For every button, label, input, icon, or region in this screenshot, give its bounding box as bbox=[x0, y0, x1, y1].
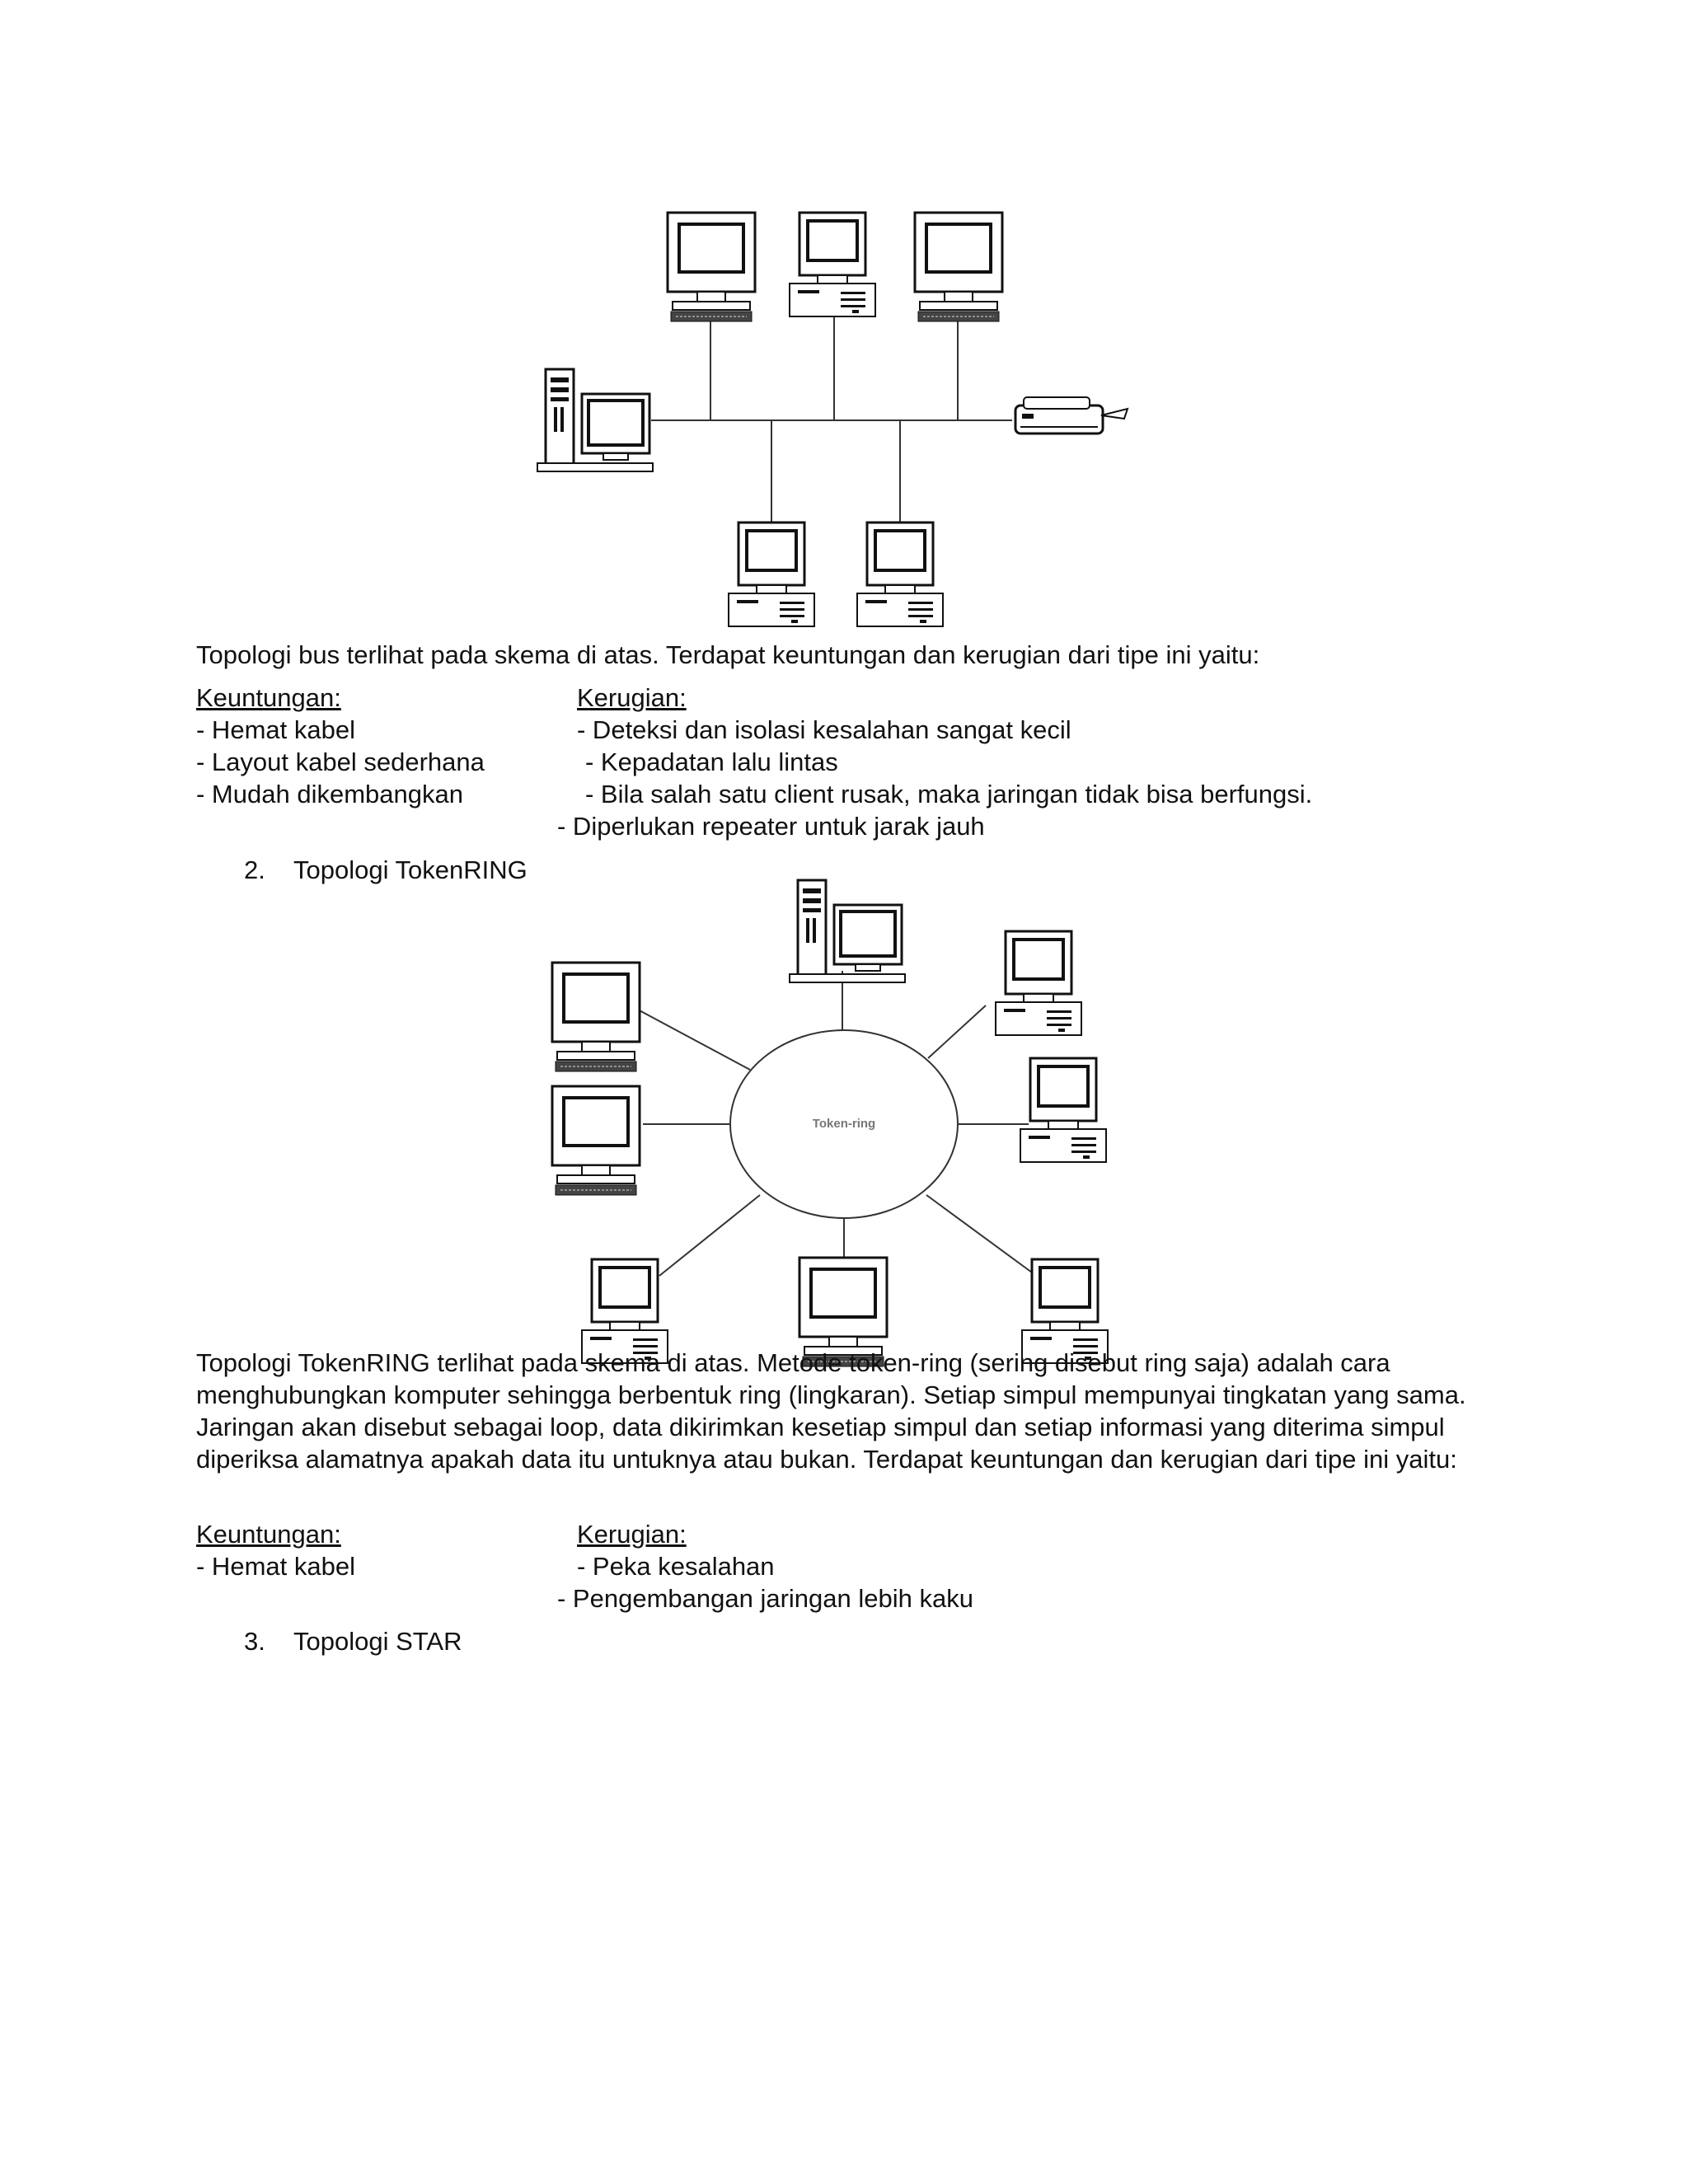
token-ring-svg: Token-ring bbox=[551, 879, 1109, 1368]
ring-pros-item: - Hemat kabel bbox=[196, 1552, 355, 1581]
bus-cons-item: - Deteksi dan isolasi kesalahan sangat k… bbox=[577, 715, 1071, 744]
ring-node-upper-right bbox=[994, 930, 1083, 1037]
bus-pros-item: - Layout kabel sederhana bbox=[196, 748, 485, 776]
bus-node-top-left bbox=[666, 211, 757, 323]
section-2-number: 2. bbox=[244, 855, 265, 884]
ring-caption: Topologi TokenRING terlihat pada skema d… bbox=[196, 1348, 1466, 1474]
bus-cons-item: - Diperlukan repeater untuk jarak jauh bbox=[557, 812, 985, 841]
bus-caption: Topologi bus terlihat pada skema di atas… bbox=[196, 640, 1260, 669]
bus-cons-item: - Bila salah satu client rusak, maka jar… bbox=[585, 780, 1313, 808]
bus-node-printer bbox=[1014, 396, 1129, 435]
ring-node-top bbox=[788, 879, 907, 984]
token-ring-diagram: Token-ring bbox=[528, 879, 1154, 1368]
bus-pros-title: Keuntungan: bbox=[196, 683, 341, 712]
bus-node-top-right bbox=[913, 211, 1004, 323]
bus-node-bottom-right bbox=[856, 521, 945, 628]
section-2-title: Topologi TokenRING bbox=[293, 855, 528, 884]
ring-pros-title: Keuntungan: bbox=[196, 1520, 341, 1549]
ring-cons-item: - Peka kesalahan bbox=[577, 1552, 775, 1581]
token-ring-label: Token-ring bbox=[813, 1117, 875, 1131]
bus-topology-svg bbox=[536, 211, 1129, 628]
token-ring-circle bbox=[729, 1029, 959, 1219]
ring-pros: Keuntungan: - Hemat kabel bbox=[196, 1518, 355, 1582]
ring-cons-item: - Pengembangan jaringan lebih kaku bbox=[557, 1584, 973, 1613]
bus-cons-title: Kerugian: bbox=[577, 683, 687, 712]
bus-node-bottom-left bbox=[727, 521, 816, 628]
bus-pros-item: - Mudah dikembangkan bbox=[196, 780, 463, 808]
ring-cons-title: Kerugian: bbox=[577, 1520, 687, 1549]
section-3-number: 3. bbox=[244, 1627, 265, 1656]
bus-pros: Keuntungan: - Hemat kabel - Layout kabel… bbox=[196, 682, 485, 810]
bus-cons-item: - Kepadatan lalu lintas bbox=[585, 748, 838, 776]
section-3-title: Topologi STAR bbox=[293, 1627, 462, 1656]
bus-node-top-middle bbox=[788, 211, 877, 318]
bus-pros-item: - Hemat kabel bbox=[196, 715, 355, 744]
bus-node-left-tower bbox=[536, 368, 654, 473]
ring-node-right bbox=[1019, 1057, 1108, 1164]
bus-topology-diagram bbox=[528, 204, 1154, 633]
ring-node-left bbox=[551, 1085, 641, 1197]
ring-node-upper-left bbox=[551, 961, 641, 1073]
